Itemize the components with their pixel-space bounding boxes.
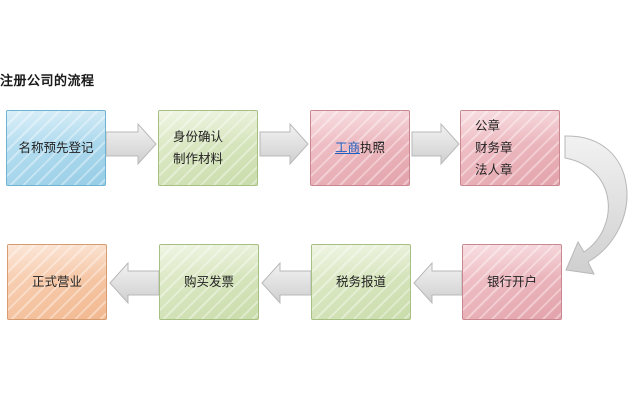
step-label: 名称预先登记	[18, 140, 94, 155]
step-label: 制作材料	[173, 151, 224, 166]
step-bank-account: 银行开户	[462, 244, 562, 320]
step-label: 税务报道	[335, 274, 386, 289]
arrow-right-1	[105, 122, 157, 166]
step-business-license: 工商执照	[310, 110, 410, 186]
business-link[interactable]: 工商	[334, 140, 360, 155]
step-start-business: 正式营业	[7, 244, 107, 320]
arrow-right-3	[411, 122, 460, 166]
step-label: 正式营业	[31, 274, 82, 289]
step-label: 购买发票	[183, 274, 234, 289]
step-label: 身份确认	[173, 129, 224, 144]
step-label: 工商执照	[334, 140, 386, 155]
arrow-left-2	[261, 261, 312, 305]
arrow-left-1	[413, 261, 463, 305]
step-name-registration: 名称预先登记	[6, 110, 106, 186]
step-tax-registration: 税务报道	[311, 244, 411, 320]
step-label: 银行开户	[486, 274, 537, 289]
step-buy-invoices: 购买发票	[159, 244, 259, 320]
diagram-title: 注册公司的流程	[0, 74, 95, 89]
step-seals: 公章 财务章 法人章	[460, 110, 560, 186]
arrow-right-2	[259, 122, 309, 166]
arrow-left-3	[109, 261, 160, 305]
arrow-curve	[564, 135, 628, 275]
step-label: 公章	[475, 118, 501, 133]
step-label: 财务章	[475, 140, 513, 155]
step-label: 法人章	[475, 162, 513, 177]
step-identity-materials: 身份确认 制作材料	[158, 110, 258, 186]
